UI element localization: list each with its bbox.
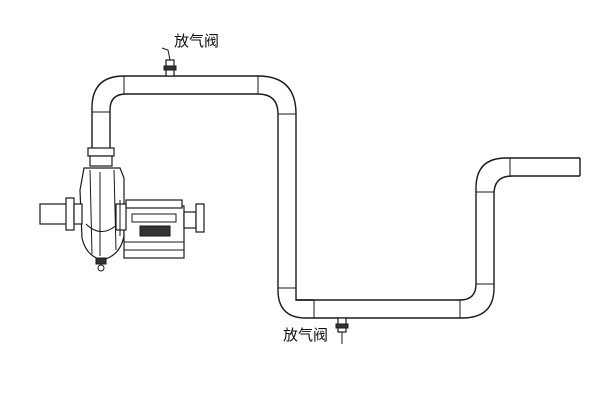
top-air-valve [161,47,177,77]
suction-pipe [39,203,69,225]
suction-flange [65,197,75,231]
motor-end-cap [195,203,205,233]
pipeline-inner-edge [109,93,580,319]
pipeline-outer-edge [91,75,580,301]
outlet-flange [87,147,115,157]
pipeline [91,75,581,319]
pump-assembly [39,147,205,272]
bottom-air-valve [335,317,349,344]
air-valve-label-top: 放气阀 [174,32,220,50]
air-valve-label-bottom: 放气阀 [283,326,329,344]
